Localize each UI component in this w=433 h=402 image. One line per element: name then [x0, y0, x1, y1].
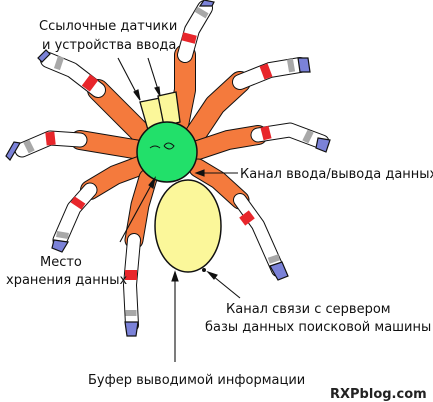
legs: [5, 0, 331, 337]
leg-lower-right: [188, 158, 289, 281]
pointers: [117, 57, 241, 362]
watermark: RXPblog.com: [330, 387, 427, 402]
leg-mid-left-1: [5, 130, 150, 161]
leg-lower-left: [123, 168, 158, 337]
label-storage-line1: Место: [40, 255, 82, 270]
spinneret: [202, 268, 206, 272]
label-storage-line2: хранения данных: [6, 273, 128, 288]
leg-upper-left: [37, 49, 151, 143]
fangs: [139, 91, 181, 131]
label-io-channel: Канал ввода/вывода данных: [240, 167, 433, 182]
head-eye-left: [149, 145, 161, 149]
label-output-buffer: Буфер выводимой информации: [88, 373, 305, 388]
head: [136, 121, 198, 183]
label-server-channel-line2: базы данных поисковой машины: [205, 320, 431, 335]
abdomen: [154, 179, 222, 273]
label-server-channel-line1: Канал связи с сервером: [226, 302, 391, 317]
leg-mid-right: [188, 122, 331, 160]
leg-upper-right-b: [184, 57, 311, 146]
head-eye-right: [163, 142, 175, 150]
label-sensors-line1: Ссылочные датчики: [39, 19, 177, 34]
leg-upper-right-a: [167, 0, 215, 136]
leg-mid-left-2: [51, 155, 152, 253]
label-sensors-line2: и устройства ввода: [42, 38, 176, 53]
